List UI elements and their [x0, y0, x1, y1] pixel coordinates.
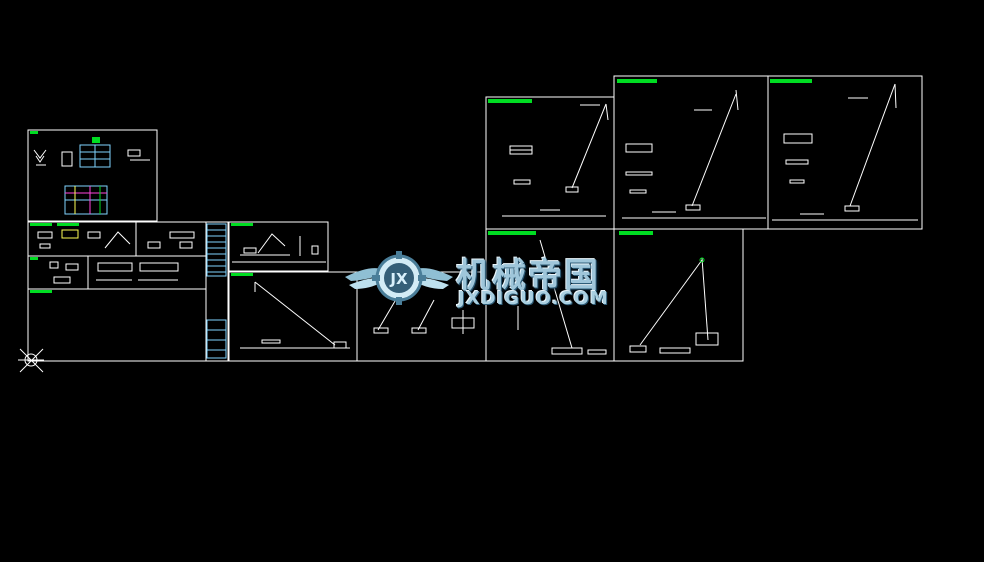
crane-drawing — [772, 83, 918, 221]
watermark-title-cn: 机械帝国 — [456, 256, 600, 296]
sheet-boom-layout[interactable] — [228, 271, 358, 362]
crane-drawing — [240, 281, 350, 349]
sheet-bottom-left[interactable] — [27, 221, 229, 362]
title-block-strip — [206, 223, 227, 359]
crane-drawing — [629, 257, 719, 354]
crane-drawing — [517, 239, 607, 355]
sheet-lower-right[interactable] — [613, 228, 744, 362]
sheet-title-bar — [30, 131, 38, 134]
crane-drawing — [373, 295, 475, 334]
sheet-small-crane[interactable] — [228, 221, 329, 272]
sheet-crane-elevation-3[interactable] — [767, 75, 923, 230]
sheet-top-left[interactable] — [27, 129, 158, 222]
logo-letters: JX — [389, 270, 408, 288]
gear-wings-logo-icon: JX — [345, 251, 453, 305]
watermark-title-en: JXDIGUO.COM — [458, 288, 609, 309]
sheet-crane-elevation-2[interactable] — [613, 75, 769, 230]
crane-drawing — [622, 89, 766, 219]
sheet-detail-drawing — [33, 137, 150, 215]
sheet-detail-drawing — [37, 229, 195, 284]
crane-drawing — [232, 233, 326, 263]
sheet-crane-elevation-1[interactable] — [485, 96, 615, 230]
ucs-axis-icon — [18, 348, 44, 373]
crane-drawing — [502, 103, 609, 217]
